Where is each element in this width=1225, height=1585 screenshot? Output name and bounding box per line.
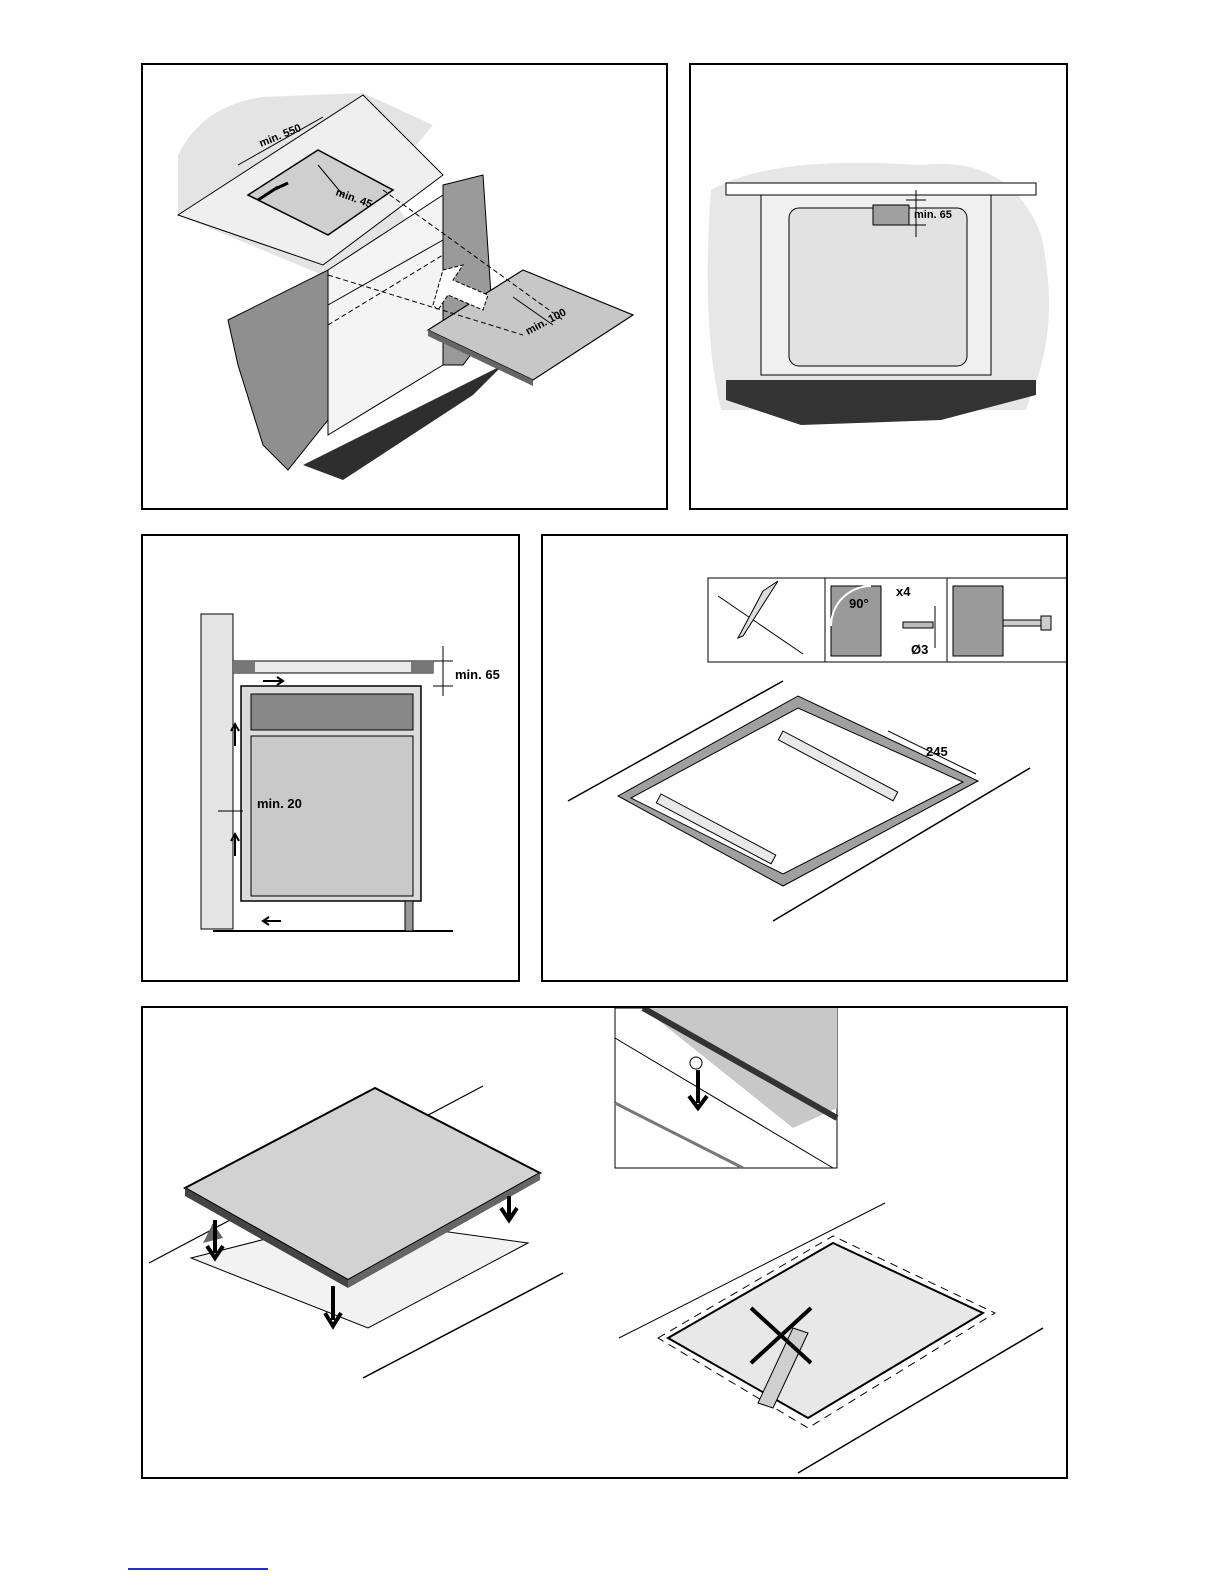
detail-inset bbox=[615, 1008, 837, 1168]
dim-spacing-label: 245 bbox=[926, 744, 948, 759]
worktop bbox=[233, 661, 433, 673]
back-panel bbox=[789, 208, 967, 366]
figure-bracket-mounting: 245 x4 90° Ø3 bbox=[541, 534, 1068, 982]
footer-link-underline bbox=[128, 1568, 268, 1570]
cabinet-side-left bbox=[228, 270, 328, 470]
drill-size-label: Ø3 bbox=[911, 642, 928, 657]
figure-hob-placement bbox=[141, 1006, 1068, 1479]
screw-icon bbox=[1003, 620, 1043, 626]
figure-back-panel-gap: min. 65 bbox=[689, 63, 1068, 510]
baseboard bbox=[726, 380, 1036, 425]
count-label: x4 bbox=[896, 584, 911, 599]
wall bbox=[201, 614, 233, 929]
worktop-edge bbox=[726, 183, 1036, 195]
oven-door bbox=[251, 736, 413, 896]
control-panel bbox=[251, 694, 413, 730]
dim-top-label: min. 65 bbox=[914, 209, 952, 221]
dim-side-label: min. 20 bbox=[257, 796, 302, 811]
drill-bit-icon bbox=[903, 622, 933, 628]
gap-notch bbox=[873, 205, 909, 225]
airflow-right-arrow-icon bbox=[263, 677, 283, 685]
figure-side-ventilation: min. 65 min. 20 bbox=[141, 534, 520, 982]
angle-label: 90° bbox=[849, 596, 869, 611]
figure-cabinet-cutout: min. 550 min. 45 min. 100 bbox=[141, 63, 668, 510]
airflow-left-arrow-icon bbox=[263, 917, 281, 925]
dim-top-label: min. 65 bbox=[455, 667, 500, 682]
